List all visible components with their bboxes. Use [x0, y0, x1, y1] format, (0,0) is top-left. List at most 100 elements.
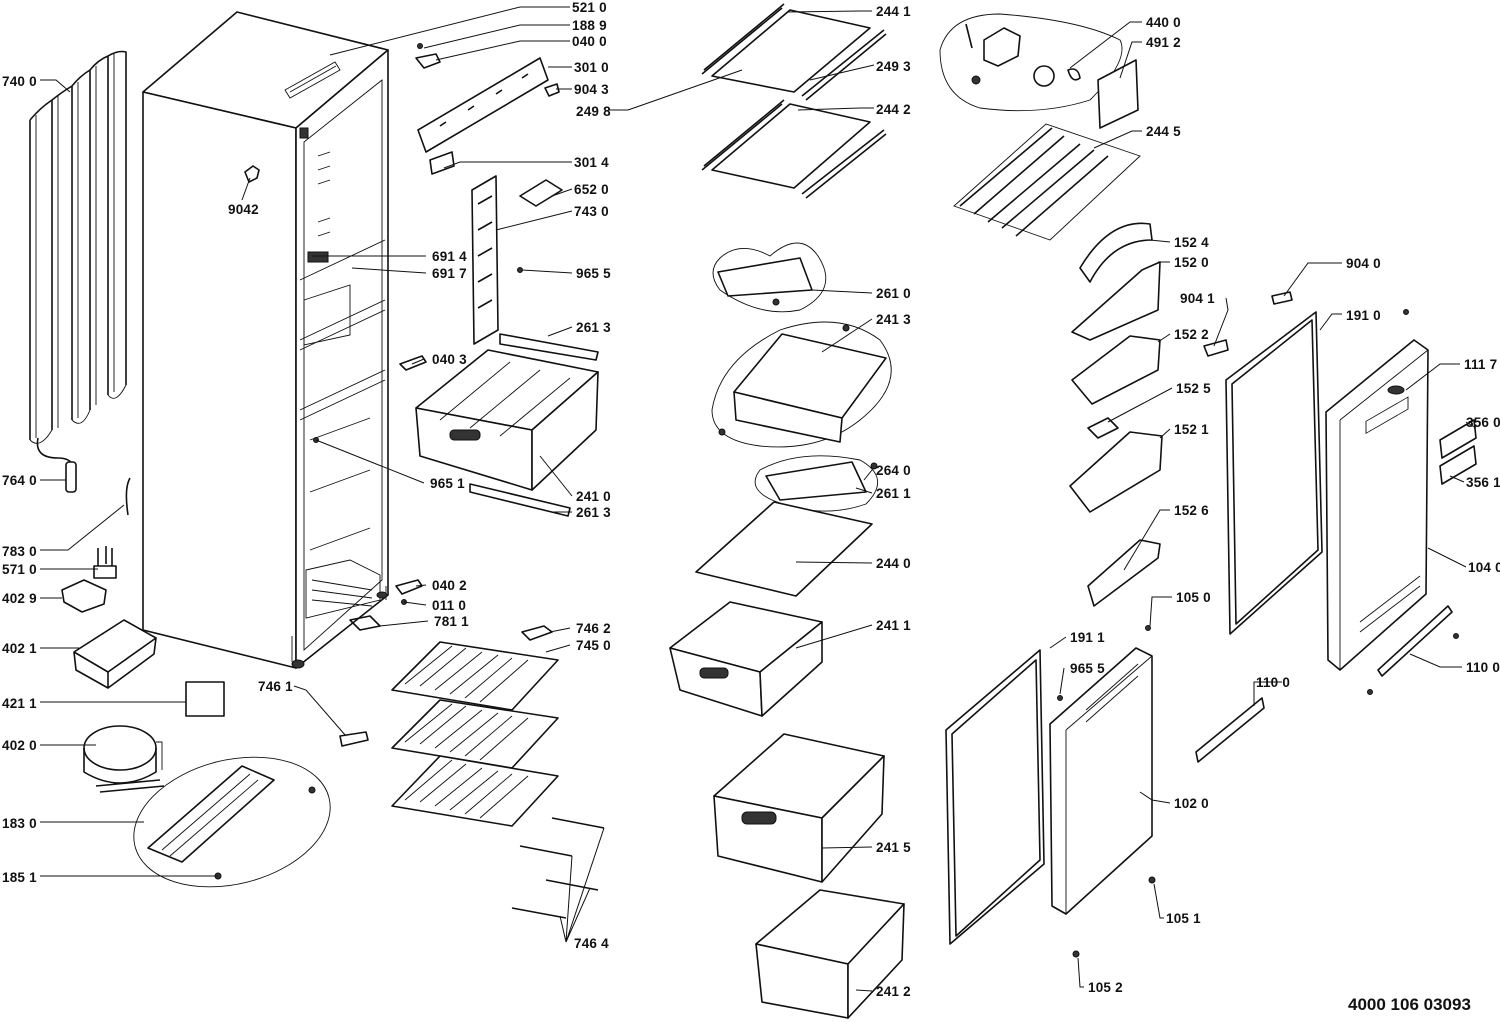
door-gasket-191-0: [1225, 311, 1323, 635]
filter-drier: [65, 461, 77, 493]
part-label-p9655a: 965 5: [576, 266, 611, 281]
condenser-coil: [29, 50, 127, 467]
part-label-p1020: 102 0: [1174, 796, 1209, 811]
door-shelf-152-1: [1069, 431, 1163, 513]
part-label-p6914: 691 4: [432, 249, 467, 264]
part-label-p2611: 261 1: [876, 486, 911, 501]
part-label-p1117: 111 7: [1464, 357, 1497, 372]
part-label-p4211: 421 1: [2, 696, 37, 711]
capillary-tube: [125, 477, 131, 516]
part-label-p7811: 781 1: [434, 614, 469, 629]
part-label-p4912: 491 2: [1146, 35, 1181, 50]
part-label-p1051: 105 1: [1166, 911, 1201, 926]
document-number: 4000 106 03093: [1348, 995, 1471, 1014]
side-rail-743-0: [471, 175, 499, 345]
part-label-p2410: 241 0: [576, 489, 611, 504]
bracket-040-0: [415, 45, 441, 69]
drawer-241-1: [669, 601, 823, 717]
display-356-1: [1439, 445, 1477, 485]
part-label-p2440: 244 0: [876, 556, 911, 571]
part-label-p2442: 244 2: [876, 102, 911, 117]
part-label-p7462: 746 2: [576, 621, 611, 636]
refrigerator-cabinet: [142, 11, 389, 669]
part-label-p2613b: 261 3: [576, 505, 611, 520]
part-label-p0403: 040 3: [432, 352, 467, 367]
door-shelf-152-0: [1071, 261, 1161, 341]
plug-746-1: [339, 731, 369, 747]
hinge-904-3: [544, 83, 560, 97]
part-label-p2613a: 261 3: [576, 320, 611, 335]
evaporation-tray-402-1: [73, 619, 157, 689]
part-label-p7461: 746 1: [258, 679, 293, 694]
hinge-904-1: [1203, 339, 1229, 357]
part-label-p5710: 571 0: [2, 562, 37, 577]
part-label-p2493: 249 3: [876, 59, 911, 74]
part-label-p0402: 040 2: [432, 578, 467, 593]
part-label-p4021: 402 1: [2, 641, 37, 656]
part-label-p1526: 152 6: [1174, 503, 1209, 518]
rail-261-3-upper: [499, 333, 599, 361]
part-label-p0110: 011 0: [432, 598, 466, 613]
part-label-p1851: 185 1: [2, 870, 37, 885]
lower-door-102-0: [1049, 647, 1153, 915]
display-356-0: [1439, 419, 1477, 459]
part-label-p2498: 249 8: [576, 104, 611, 119]
egg-tray-152-6: [1087, 539, 1161, 607]
bracket-040-2: [395, 579, 423, 595]
part-label-p6520: 652 0: [574, 182, 609, 197]
part-label-p2412: 241 2: [876, 984, 911, 999]
part-label-p5210: 521 0: [572, 0, 607, 15]
part-label-p1522: 152 2: [1174, 327, 1209, 342]
hinge-cover-301-0: [417, 57, 549, 153]
fan-assembly-440-0: [939, 13, 1123, 112]
rail-261-3-lower: [469, 483, 571, 517]
glass-cover-244-0: [695, 501, 873, 597]
part-label-p1052: 105 2: [1088, 980, 1123, 995]
part-label-p1889: 188 9: [572, 18, 607, 33]
upper-door-104-0: [1325, 339, 1429, 671]
part-652-0: [519, 179, 563, 207]
part-label-p9655b: 965 5: [1070, 661, 1105, 676]
part-label-p7450: 745 0: [576, 638, 611, 653]
drawer-241-0: [415, 349, 599, 491]
part-label-p1521: 152 1: [1174, 422, 1209, 437]
part-label-p1100a: 110 0: [1256, 675, 1290, 690]
compressor-mount-183-0: [133, 756, 331, 888]
part-label-p7640: 764 0: [2, 473, 37, 488]
part-label-p7830: 783 0: [2, 544, 37, 559]
capacitor-421-1: [185, 681, 225, 717]
relay-box-402-9: [61, 579, 107, 613]
part-label-p3014: 301 4: [574, 155, 609, 170]
part-label-p2610: 261 0: [876, 286, 911, 301]
part-label-p3560: 356 0: [1466, 415, 1500, 430]
part-label-p7464: 746 4: [574, 936, 609, 951]
relay-571-0: [93, 546, 117, 579]
part-label-p1040: 104 0: [1468, 560, 1500, 575]
part-label-p2640: 264 0: [876, 463, 911, 478]
part-label-p1050: 105 0: [1176, 590, 1211, 605]
crisper-cover-261-0: [712, 242, 827, 313]
part-label-p9042: 9042: [228, 202, 259, 217]
crisper-drawer-241-3: [711, 321, 892, 448]
evaporator-244-5: [953, 123, 1141, 241]
part-label-p1524: 152 4: [1174, 235, 1209, 250]
compressor-402-0: [83, 725, 165, 793]
drawer-241-2: [755, 889, 905, 1019]
part-label-p9651: 965 1: [430, 476, 465, 491]
part-label-p2415: 241 5: [876, 840, 911, 855]
part-label-p1100b: 110 0: [1466, 660, 1500, 675]
part-label-p3010: 301 0: [574, 60, 609, 75]
shelf-supports-746-4: [511, 817, 605, 919]
drawer-241-5: [713, 733, 885, 883]
part-label-p7430: 743 0: [574, 204, 609, 219]
part-label-p1520: 152 0: [1174, 255, 1209, 270]
clip-746-2: [521, 625, 553, 641]
part-label-p6917: 691 7: [432, 266, 467, 281]
hinge-904-0: [1271, 291, 1293, 305]
part-label-p7400: 740 0: [2, 74, 37, 89]
part-label-p2413: 241 3: [876, 312, 911, 327]
clip-152-5: [1087, 417, 1119, 439]
